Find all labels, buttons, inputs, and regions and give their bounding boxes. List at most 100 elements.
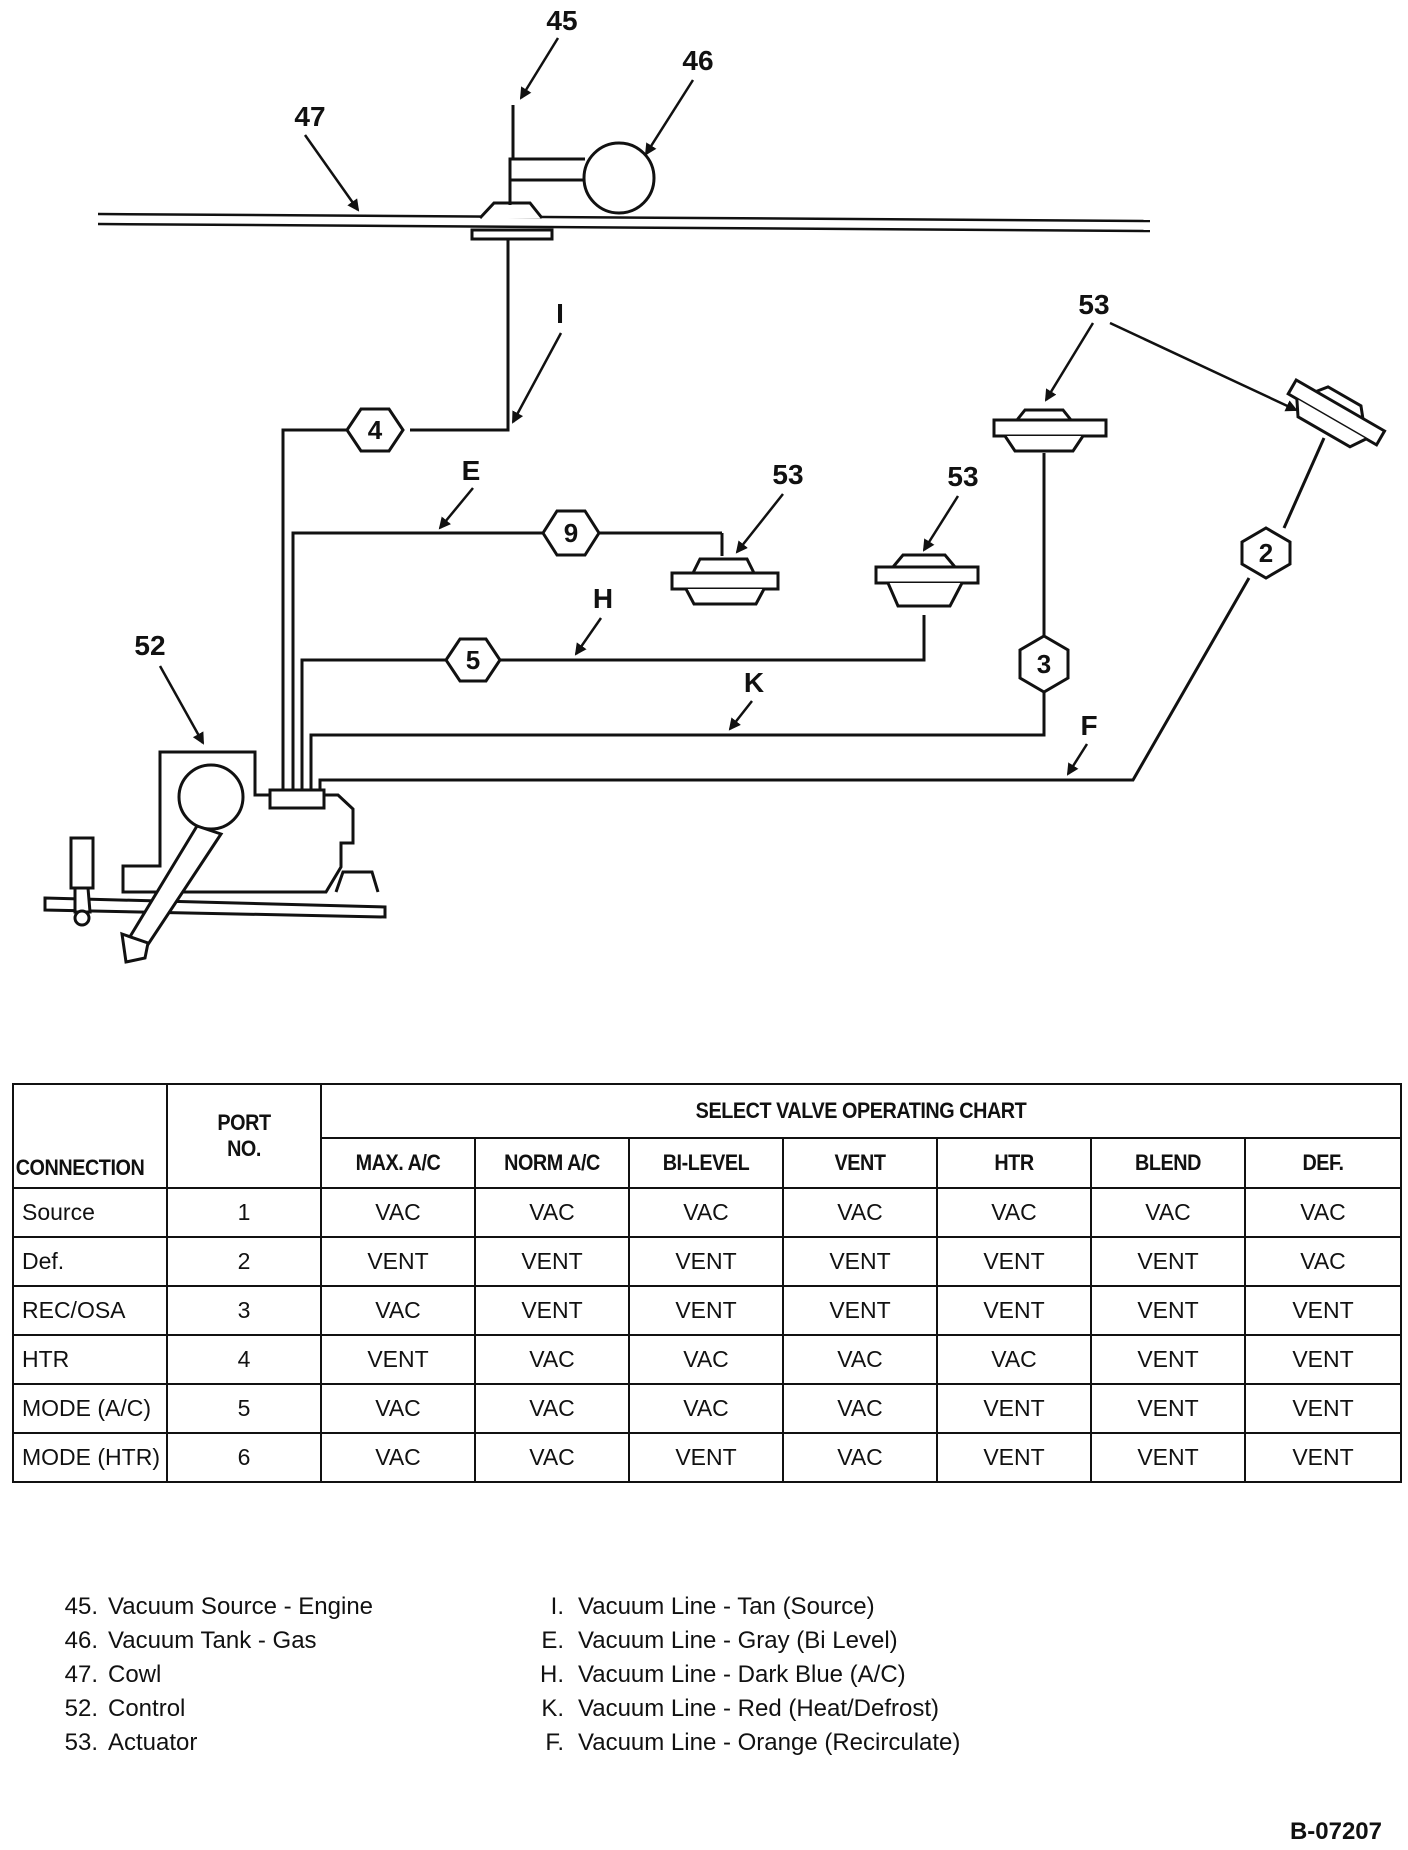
vacuum-line-h bbox=[300, 615, 926, 790]
control-head bbox=[121, 750, 380, 894]
line-label-i: I bbox=[556, 298, 564, 329]
state-cell: VENT bbox=[1090, 1432, 1246, 1483]
state-cell: VENT bbox=[936, 1383, 1092, 1434]
svg-text:5: 5 bbox=[466, 645, 480, 675]
vacuum-tank-lines bbox=[508, 157, 585, 205]
legend-line-item: F.Vacuum Line - Orange (Recirculate) bbox=[520, 1726, 960, 1760]
state-cell: VAC bbox=[320, 1383, 476, 1434]
state-cell: VENT bbox=[936, 1432, 1092, 1483]
connection-cell: HTR bbox=[12, 1334, 168, 1385]
port-cell: 1 bbox=[166, 1187, 322, 1238]
mode-header: DEF. bbox=[1251, 1137, 1395, 1189]
legend-part-item: 52.Control bbox=[58, 1692, 373, 1726]
legend-number: K. bbox=[541, 1695, 564, 1722]
state-cell: VENT bbox=[474, 1236, 630, 1287]
mode-header: HTR bbox=[943, 1137, 1085, 1189]
vacuum-line-k bbox=[309, 453, 1046, 790]
legend-text: Vacuum Line - Dark Blue (A/C) bbox=[578, 1661, 906, 1688]
state-cell: VAC bbox=[936, 1187, 1092, 1238]
legend-text: Vacuum Line - Red (Heat/Defrost) bbox=[578, 1695, 940, 1722]
svg-text:2: 2 bbox=[1259, 538, 1273, 568]
vacuum-tank bbox=[582, 141, 656, 215]
line-label-h: H bbox=[593, 583, 613, 614]
state-cell: VENT bbox=[1244, 1432, 1402, 1483]
legend-number: 45. bbox=[64, 1593, 98, 1620]
mode-header: MAX. A/C bbox=[327, 1137, 469, 1189]
state-cell: VAC bbox=[1244, 1236, 1402, 1287]
callout-53-top: 53 bbox=[1078, 289, 1109, 320]
port-number-header: PORT NO. bbox=[173, 1083, 315, 1189]
port-cell: 6 bbox=[166, 1432, 322, 1483]
state-cell: VENT bbox=[936, 1236, 1092, 1287]
control-base-plate bbox=[43, 896, 387, 919]
cowl bbox=[97, 212, 1151, 233]
state-cell: VAC bbox=[782, 1383, 938, 1434]
state-cell: VAC bbox=[1090, 1187, 1246, 1238]
callout-53-mid-left: 53 bbox=[772, 459, 803, 490]
line-label-e: E bbox=[462, 455, 481, 486]
legend-part-item: 53.Actuator bbox=[58, 1726, 373, 1760]
state-cell: VAC bbox=[320, 1432, 476, 1483]
mode-header: VENT bbox=[789, 1137, 931, 1189]
legend-number: 47. bbox=[64, 1661, 98, 1688]
state-cell: VAC bbox=[628, 1334, 784, 1385]
legend-number: H. bbox=[540, 1661, 564, 1688]
state-cell: VENT bbox=[320, 1236, 476, 1287]
legend-line-item: H. Vacuum Line - Dark Blue (A/C) bbox=[520, 1658, 960, 1692]
state-cell: VAC bbox=[1244, 1187, 1402, 1238]
port-cell: 5 bbox=[166, 1383, 322, 1434]
state-cell: VAC bbox=[628, 1383, 784, 1434]
state-cell: VENT bbox=[628, 1432, 784, 1483]
legend-number: 53. bbox=[64, 1729, 98, 1756]
port-4: 4 bbox=[345, 407, 405, 453]
state-cell: VENT bbox=[1090, 1334, 1246, 1385]
state-cell: VENT bbox=[782, 1285, 938, 1336]
port-cell: 4 bbox=[166, 1334, 322, 1385]
state-cell: VENT bbox=[1244, 1285, 1402, 1336]
legend-number: I. bbox=[550, 1593, 564, 1620]
control-knob bbox=[69, 836, 95, 927]
figure-code: B-07207 bbox=[1289, 1818, 1382, 1845]
legend-text: Vacuum Line - Gray (Bi Level) bbox=[578, 1627, 898, 1654]
legend-line-item: I. Vacuum Line - Tan (Source) bbox=[520, 1590, 960, 1624]
connection-cell: REC/OSA bbox=[12, 1285, 168, 1336]
callout-46: 46 bbox=[682, 45, 713, 76]
state-cell: VAC bbox=[628, 1187, 784, 1238]
legend-text: Vacuum Line - Tan (Source) bbox=[578, 1593, 875, 1620]
vacuum-line-e bbox=[291, 531, 724, 790]
connection-cell: Source bbox=[12, 1187, 168, 1238]
cowl-fitting bbox=[470, 201, 554, 241]
actuator-recirc bbox=[992, 408, 1108, 453]
vacuum-system-diagram: 45 46 47 I 53 E 53 53 H 52 K F 4 9 5 3 2 bbox=[43, 5, 1387, 964]
port-2: 2 bbox=[1240, 526, 1292, 580]
connection-cell: MODE (HTR) bbox=[12, 1432, 168, 1483]
legend-line-item: E.Vacuum Line - Gray (Bi Level) bbox=[520, 1624, 960, 1658]
state-cell: VAC bbox=[474, 1334, 630, 1385]
legend-line-item: K. Vacuum Line - Red (Heat/Defrost) bbox=[520, 1692, 960, 1726]
line-label-k: K bbox=[744, 667, 764, 698]
port-3: 3 bbox=[1018, 634, 1070, 694]
line-label-f: F bbox=[1080, 710, 1097, 741]
svg-text:9: 9 bbox=[564, 518, 578, 548]
connection-cell: Def. bbox=[12, 1236, 168, 1287]
state-cell: VENT bbox=[1090, 1285, 1246, 1336]
legend-text: Vacuum Line - Orange (Recirculate) bbox=[578, 1729, 961, 1756]
connection-cell: MODE (A/C) bbox=[12, 1383, 168, 1434]
state-cell: VAC bbox=[320, 1285, 476, 1336]
mode-header: NORM A/C bbox=[481, 1137, 623, 1189]
legend-part-item: 45.Vacuum Source - Engine bbox=[58, 1590, 373, 1624]
legend-text: Cowl bbox=[108, 1661, 162, 1688]
callout-52: 52 bbox=[134, 630, 165, 661]
state-cell: VAC bbox=[782, 1187, 938, 1238]
mode-header: BI-LEVEL bbox=[635, 1137, 777, 1189]
connection-header: CONNECTION bbox=[12, 1083, 153, 1189]
mode-header: BLEND bbox=[1097, 1137, 1239, 1189]
state-cell: VENT bbox=[474, 1285, 630, 1336]
actuator-ac bbox=[874, 553, 980, 608]
